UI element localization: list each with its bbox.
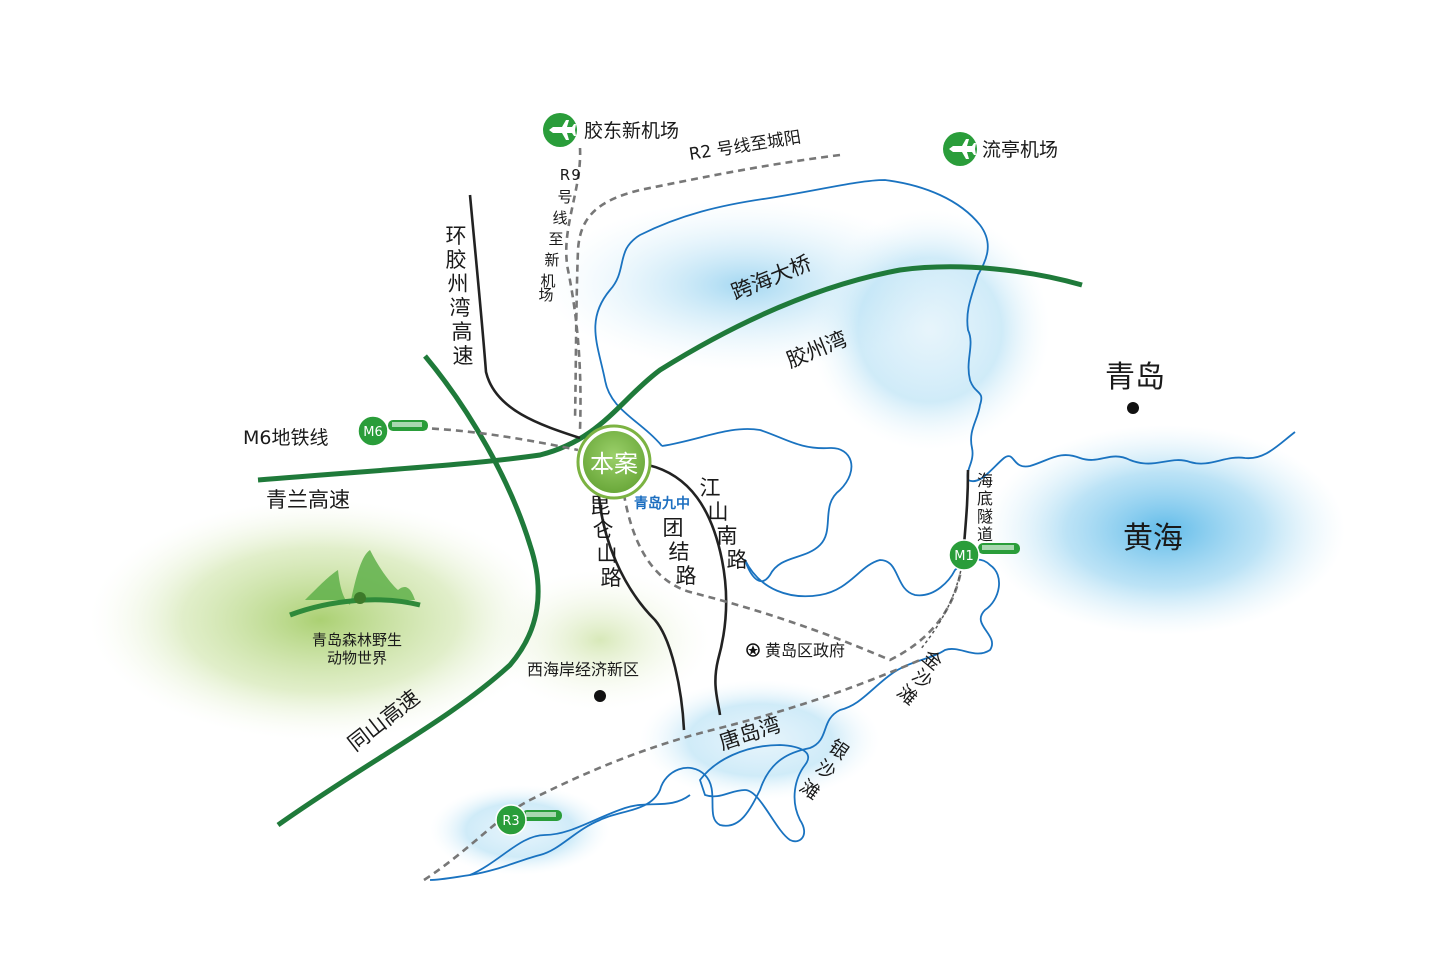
wildlife-park-label-1: 青岛森林野生 [312,631,402,649]
jiaodong-airport: 胶东新机场 [543,113,679,147]
kunlunshan-road [596,481,686,731]
r9-metro-line [564,147,582,431]
huangdao-coastline [429,428,1000,881]
r3-badge-label: R3 [502,814,519,829]
r9-char: 线 [552,209,567,227]
qinglan-expressway [257,264,1083,483]
west-coast-label: 西海岸经济新区 [527,660,639,679]
huanjiaozhouwan-char: 环 [446,224,467,248]
huangdao-gov: 黄岛区政府 [746,641,845,660]
plane-icon [949,139,976,159]
haidi-metro-line [620,481,964,662]
m1-badge-label: M1 [954,549,974,564]
r9-char: R [560,166,570,184]
train-window [982,545,1014,550]
tuanjie-char: 结 [669,540,690,564]
huanjiaozhouwan-expressway-road [468,194,581,440]
west-coast-dot [594,690,606,702]
metro-m1-dotted [919,564,963,651]
jiangshannan-char: 山 [708,500,729,524]
liuting-airport: 流亭机场 [943,132,1058,166]
liuting-airport-label: 流亭机场 [982,139,1058,161]
kunlunshan-label: 昆 仑 山 路 [590,494,622,590]
r9-char: 号 [557,188,572,206]
r9-char: 场 [538,286,553,304]
project-marker-fill [583,431,645,493]
star-glyph [748,645,758,655]
r9-char: 新 [544,251,559,269]
jiangshannan-label: 江 山 南 路 [700,476,748,572]
r9-line-label: R 9 号 线 至 新 机 场 [538,166,580,304]
logo-tree [354,592,366,604]
huanjiaozhouwan-char: 速 [453,344,474,368]
jiangshan-south-road [647,463,728,716]
m6-metro-line [419,426,579,452]
jiaozhou-bay-coastline [594,179,1296,483]
qinglan-label: 青兰高速 [266,488,350,512]
m6-badge: M6 [357,415,428,447]
r9-char: 9 [571,166,581,184]
m6-badge-label: M6 [363,425,383,440]
green-area-center [490,570,710,710]
haidi-tunnel-road [962,469,970,546]
jiangshannan-char: 南 [717,524,738,548]
plane-icon [549,120,576,140]
huanjiaozhouwan-char: 州 [448,272,469,296]
huanjiaozhouwan-char: 湾 [450,296,471,320]
tangdao-bay-area [640,680,880,800]
r3-metro-line [423,658,921,882]
wildlife-park-logo: 青岛森林野生 动物世界 [289,550,421,667]
qingdao-dot [1127,402,1139,414]
huangdao-gov-label: 黄岛区政府 [765,641,845,660]
school-label: 青岛九中 [634,495,690,512]
m6-line-label: M6地铁线 [243,427,328,449]
green-area-west [90,500,550,740]
r3-badge: R3 [495,804,562,836]
kunlunshan-char: 昆 [590,494,611,518]
tunnel-char: 底 [977,489,993,508]
project-label: 本案 [590,450,638,478]
project-marker[interactable]: 本案 [576,424,652,500]
tunnel-label: 海 底 隧 道 [977,471,993,544]
huanjiaozhouwan-char: 胶 [446,248,467,272]
r3-badge-circle [495,804,527,836]
tuanjie-char: 路 [676,564,697,588]
jiaodong-airport-label: 胶东新机场 [584,120,679,142]
r2-metro-line [573,153,841,421]
huanjiaozhouwan-label: 环 胶 州 湾 高 速 [446,224,474,368]
bay-area-east [810,210,1050,450]
jiangshannan-char: 江 [700,476,721,500]
r9-char: 至 [548,230,563,248]
tunnel-char: 隧 [977,507,993,526]
m1-badge: M1 [948,539,1020,571]
tunnel-char: 海 [977,471,993,490]
m1-badge-circle [948,539,980,571]
jinsha-beach-label: 金 沙 滩 [893,646,947,710]
mountain-logo-icon [305,550,415,605]
train-window [392,422,422,427]
r9-char: 机 [540,272,555,290]
tongshan-expressway [276,354,541,828]
tuanjie-char: 团 [663,516,684,540]
qingdao-label: 青岛 [1105,360,1165,395]
jiangshannan-char: 路 [727,548,748,572]
train-window [526,812,556,817]
tunnel-char: 道 [977,525,993,544]
huanjiaozhouwan-char: 高 [452,320,473,344]
m6-badge-circle [357,415,389,447]
yellow-sea-area [985,425,1345,635]
tuanjie-label: 团 结 路 [663,516,697,588]
kunlunshan-char: 山 [597,542,618,566]
kunlunshan-char: 仑 [593,518,614,542]
kunlunshan-char: 路 [601,566,622,590]
r2-line-label: R2 号线至城阳 [688,128,803,165]
tangdao-bay-coastline [699,744,810,843]
huanghai-label: 黄海 [1123,521,1183,556]
south-coastline [469,794,691,876]
wildlife-park-label-2: 动物世界 [327,649,387,667]
